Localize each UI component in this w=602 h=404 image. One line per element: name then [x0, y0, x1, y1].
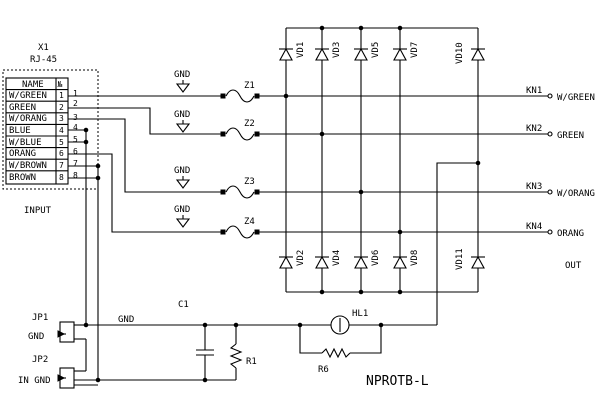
output-wires	[259, 93, 553, 235]
conn-row-3: W/ORANG	[9, 114, 47, 124]
label-vd6: VD6	[371, 250, 381, 266]
fuse-z1-label: Z1	[244, 81, 255, 91]
label-vd10: VD10	[455, 42, 465, 64]
conn-num-5: 5	[59, 138, 64, 147]
diode-vd5	[354, 47, 368, 61]
label-vd11: VD11	[455, 248, 465, 270]
connector-table	[5, 77, 69, 185]
resistor-r6	[321, 347, 351, 359]
diode-vd4	[315, 255, 329, 269]
diode-bridge	[279, 25, 485, 295]
svg-text:7: 7	[73, 159, 78, 168]
connector-ref: X1	[38, 43, 49, 53]
jp2-label: IN GND	[18, 376, 51, 386]
jumper-jp1	[59, 321, 75, 343]
fuse-z4-label: Z4	[244, 217, 255, 227]
out-kn4-ref: KN4	[526, 222, 542, 232]
conn-num-3: 3	[59, 114, 64, 123]
diode-vd1	[279, 47, 293, 61]
svg-text:4: 4	[73, 123, 78, 132]
c1-label: C1	[178, 300, 189, 310]
jp2-ref: JP2	[32, 355, 48, 365]
conn-num-1: 1	[59, 91, 64, 100]
fuse-z4	[225, 225, 255, 239]
out-kn2-ref: KN2	[526, 124, 542, 134]
fuse-z2	[225, 127, 255, 141]
label-vd2: VD2	[296, 250, 306, 266]
out-kn3-ref: KN3	[526, 182, 542, 192]
diode-vd2	[279, 255, 293, 269]
r1-label: R1	[246, 357, 257, 367]
connector-outline	[2, 69, 99, 190]
conn-num-7: 7	[59, 161, 64, 170]
gnd-label-2: GND	[174, 110, 190, 120]
label-vd3: VD3	[332, 42, 342, 58]
conn-num-4: 4	[59, 126, 64, 135]
label-vd1: VD1	[296, 42, 306, 58]
pin-numbers: 1 2 3 4 5 6 7 8	[73, 89, 78, 180]
diode-labels: VD1 VD3 VD5 VD7 VD10 VD2 VD4 VD6 VD8 VD1…	[296, 42, 465, 270]
connector-header-name: NAME	[22, 80, 44, 90]
diode-vd8	[393, 255, 407, 269]
hl1-label: HL1	[352, 309, 368, 319]
bottom-circuit: GND C1 R1 HL1 R6 NPROTB-L	[66, 162, 478, 389]
model-label: NPROTB-L	[366, 374, 429, 389]
jp1-label: GND	[28, 332, 44, 342]
svg-text:1: 1	[73, 89, 78, 98]
fuses: Z1 Z2 Z3 Z4	[220, 81, 260, 239]
conn-row-8: BROWN	[9, 173, 36, 183]
fuse-z3-label: Z3	[244, 177, 255, 187]
connector-header-num: №	[57, 80, 63, 89]
gnd-symbols: GND GND GND GND	[174, 70, 190, 228]
input-label: INPUT	[24, 206, 52, 216]
gnd-label-3: GND	[174, 166, 190, 176]
out-kn1-ref: KN1	[526, 86, 542, 96]
out-kn2-label: GREEN	[557, 131, 584, 141]
conn-num-8: 8	[59, 173, 64, 182]
label-vd4: VD4	[332, 250, 342, 266]
conn-num-6: 6	[59, 149, 64, 158]
conn-row-5: W/BLUE	[9, 138, 42, 148]
conn-row-4: BLUE	[9, 126, 31, 136]
label-vd5: VD5	[371, 42, 381, 58]
diode-vd6	[354, 255, 368, 269]
signal-wires	[68, 95, 222, 380]
gnd-label-1: GND	[174, 70, 190, 80]
fuse-z3	[225, 185, 255, 199]
conn-row-7: W/BROWN	[9, 161, 47, 171]
conn-num-2: 2	[59, 103, 64, 112]
out-kn3-label: W/ORANG	[557, 189, 595, 199]
output-labels: KN1 W/GREEN KN2 GREEN KN3 W/ORANG KN4 OR…	[526, 86, 595, 271]
conn-row-6: ORANG	[9, 149, 36, 159]
diode-vd10	[471, 47, 485, 61]
fuse-z1	[225, 89, 255, 103]
label-vd7: VD7	[410, 42, 420, 58]
jp1-ref: JP1	[32, 313, 48, 323]
r6-label: R6	[318, 365, 329, 375]
conn-row-1: W/GREEN	[9, 91, 47, 101]
fuse-z2-label: Z2	[244, 119, 255, 129]
jumpers: JP1 GND JP2 IN GND	[18, 313, 98, 389]
gnd-label-4: GND	[174, 205, 190, 215]
label-vd8: VD8	[410, 250, 420, 266]
out-kn4-label: ORANG	[557, 229, 584, 239]
gnd-wire-label: GND	[118, 315, 134, 325]
svg-text:5: 5	[73, 135, 78, 144]
conn-row-2: GREEN	[9, 103, 36, 113]
resistor-r1	[229, 343, 243, 369]
diode-vd7	[393, 47, 407, 61]
connector-x1: X1 RJ-45 NAME № W/GREEN 1 GREEN 2 W/ORAN…	[2, 43, 99, 216]
out-kn1-label: W/GREEN	[557, 93, 595, 103]
connector-type: RJ-45	[30, 55, 57, 65]
out-label: OUT	[565, 261, 582, 271]
diode-vd11	[471, 255, 485, 269]
diode-vd3	[315, 47, 329, 61]
svg-text:3: 3	[73, 113, 78, 122]
svg-text:2: 2	[73, 99, 78, 108]
svg-text:8: 8	[73, 171, 78, 180]
svg-text:6: 6	[73, 147, 78, 156]
